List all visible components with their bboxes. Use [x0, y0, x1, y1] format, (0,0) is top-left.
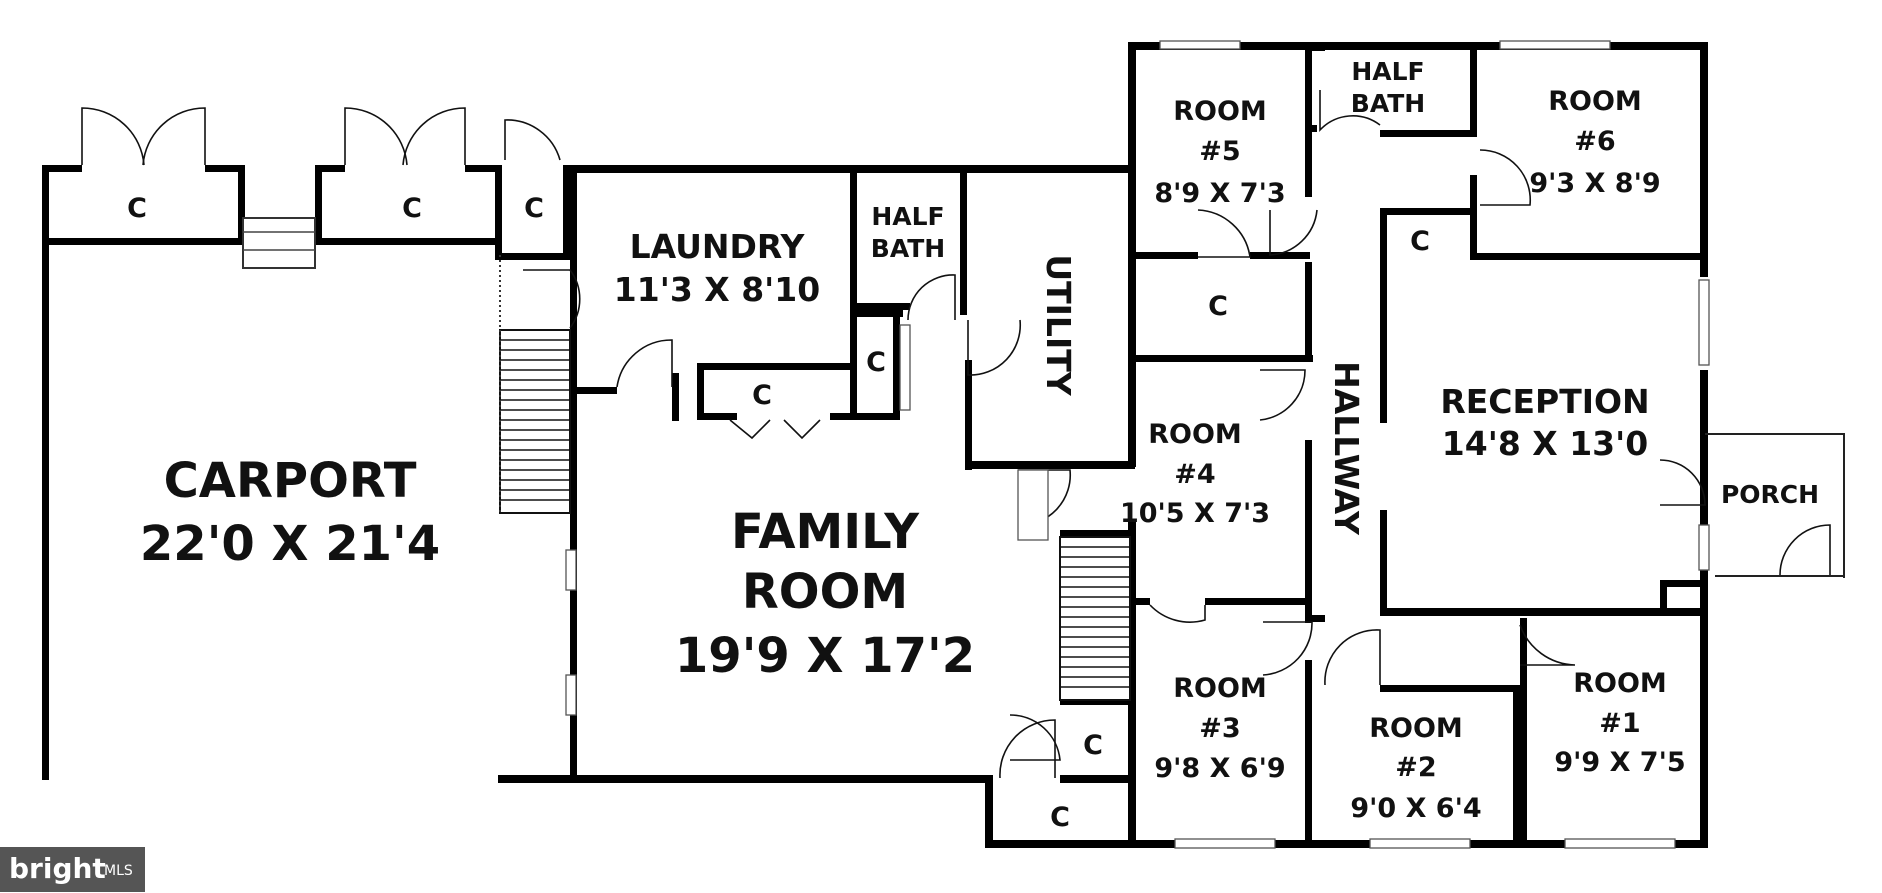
room4-line1: ROOM [1148, 419, 1242, 450]
room-half-bath-b: HALF BATH [1351, 57, 1425, 118]
steps-top [242, 217, 316, 269]
room5-line2: #5 [1199, 136, 1240, 167]
room1-line1: ROOM [1573, 668, 1667, 699]
room-6: ROOM #6 9'3 X 8'9 [1529, 86, 1660, 199]
closet-half-bath: C [866, 347, 886, 378]
closet-stairs-upper: C [1083, 730, 1103, 761]
stairs-center [1059, 536, 1131, 701]
half-bath-a-line1: HALF [871, 202, 944, 231]
room-porch: PORCH [1721, 480, 1819, 509]
room-carport: CARPORT 22'0 X 21'4 [140, 453, 440, 572]
family-room-size: 19'9 X 17'2 [675, 628, 975, 684]
hallway-name: HALLWAY [1327, 361, 1366, 536]
room2-size: 9'0 X 6'4 [1350, 793, 1481, 824]
watermark-badge: bright MLS [0, 847, 145, 892]
half-bath-b-line2: BATH [1351, 89, 1425, 118]
room6-size: 9'3 X 8'9 [1529, 168, 1660, 199]
room1-size: 9'9 X 7'5 [1554, 747, 1685, 778]
room-reception: RECEPTION 14'8 X 13'0 [1440, 382, 1649, 463]
room4-size: 10'5 X 7'3 [1120, 498, 1270, 529]
reception-size: 14'8 X 13'0 [1442, 424, 1648, 463]
doors [81, 90, 1831, 779]
room6-line1: ROOM [1548, 86, 1642, 117]
closet-carport-middle: C [402, 193, 422, 224]
room-1: ROOM #1 9'9 X 7'5 [1554, 668, 1685, 778]
room2-line2: #2 [1395, 752, 1436, 783]
room3-size: 9'8 X 6'9 [1154, 753, 1285, 784]
room1-line2: #1 [1599, 708, 1640, 739]
closet-carport-left: C [127, 193, 147, 224]
watermark-brand: bright [9, 852, 106, 885]
closet-labels: C C C C C C C C C [127, 193, 1430, 833]
room3-line2: #3 [1199, 713, 1240, 744]
closet-stairs-lower: C [1050, 802, 1070, 833]
half-bath-b-line1: HALF [1351, 57, 1424, 86]
family-room-line2: ROOM [742, 564, 908, 620]
room2-line1: ROOM [1369, 713, 1463, 744]
room-utility: UTILITY [1039, 254, 1078, 396]
room6-line2: #6 [1574, 126, 1615, 157]
room-4: ROOM #4 10'5 X 7'3 [1120, 419, 1270, 529]
room-half-bath-a: HALF BATH [871, 202, 945, 263]
room-3: ROOM #3 9'8 X 6'9 [1154, 673, 1285, 784]
closet-laundry: C [752, 380, 772, 411]
reception-name: RECEPTION [1440, 382, 1649, 421]
closet-room5: C [1208, 291, 1228, 322]
room-laundry: LAUNDRY 11'3 X 8'10 [614, 227, 820, 309]
closet-reception: C [1410, 226, 1430, 257]
room-hallway: HALLWAY [1327, 361, 1366, 536]
room4-line2: #4 [1174, 459, 1215, 490]
family-room-line1: FAMILY [731, 504, 920, 560]
room-5: ROOM #5 8'9 X 7'3 [1154, 96, 1285, 209]
closet-carport-right: C [524, 193, 544, 224]
room-2: ROOM #2 9'0 X 6'4 [1350, 713, 1481, 824]
windows [565, 40, 1710, 849]
carport-size: 22'0 X 21'4 [140, 516, 440, 572]
porch-name: PORCH [1721, 480, 1819, 509]
laundry-name: LAUNDRY [630, 227, 806, 266]
room5-size: 8'9 X 7'3 [1154, 178, 1285, 209]
room-family: FAMILY ROOM 19'9 X 17'2 [675, 504, 975, 684]
room3-line1: ROOM [1173, 673, 1267, 704]
watermark-mls: MLS [104, 863, 133, 879]
laundry-size: 11'3 X 8'10 [614, 270, 820, 309]
utility-name: UTILITY [1039, 254, 1078, 396]
room5-line1: ROOM [1173, 96, 1267, 127]
stairs-left [499, 255, 571, 514]
carport-name: CARPORT [164, 453, 417, 509]
half-bath-a-line2: BATH [871, 234, 945, 263]
